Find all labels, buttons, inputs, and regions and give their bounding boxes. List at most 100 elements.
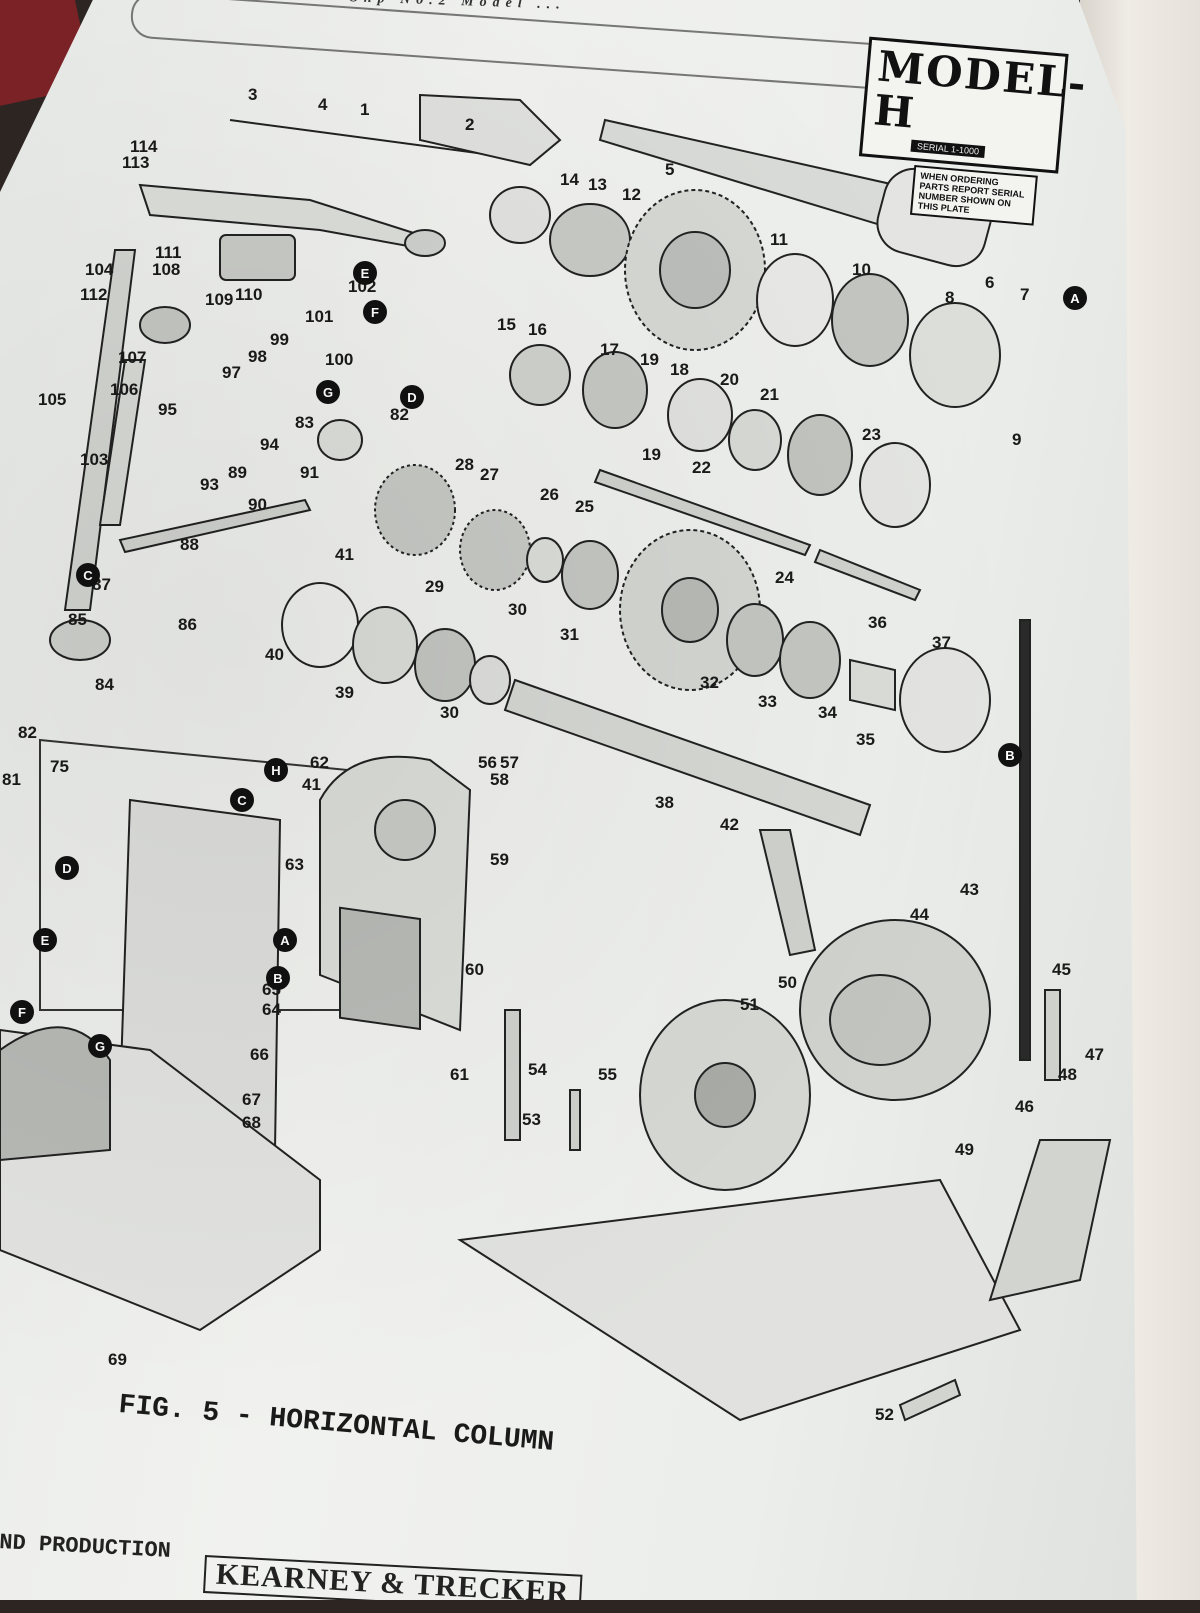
door-61-round	[374, 799, 436, 861]
shaft-24a	[593, 468, 812, 557]
part-label: 67	[242, 1090, 261, 1109]
part-label: 62	[310, 753, 329, 772]
serial-tag: SERIAL 1-1000	[910, 139, 986, 159]
part-label: 43	[960, 880, 979, 899]
callout-A	[273, 286, 1087, 952]
part-label: 60	[465, 960, 484, 979]
clamp-block-110	[219, 234, 296, 281]
part-label: 93	[200, 475, 219, 494]
manual-page: Shp No.2 Model ...	[0, 0, 1137, 1600]
part-label: 99	[270, 330, 289, 349]
part-label: 30	[440, 703, 459, 722]
lever-knob	[404, 229, 446, 257]
bearing-32b	[779, 621, 841, 699]
part-label: 54	[528, 1060, 547, 1079]
key-42	[758, 829, 817, 957]
part-label: 37	[932, 633, 951, 652]
part-label: 100	[325, 350, 353, 369]
part-label: 36	[868, 613, 887, 632]
motor-plate-49	[457, 1178, 1022, 1422]
model-plate-box: MODEL-H SERIAL 1-1000	[858, 36, 1090, 174]
part-label: 97	[222, 363, 241, 382]
part-label: 23	[862, 425, 881, 444]
part-label: 64	[262, 1000, 281, 1019]
part-label: 6	[985, 273, 994, 292]
part-label: 41	[335, 545, 354, 564]
spacer-30	[526, 537, 564, 583]
part-label: 4	[318, 95, 328, 114]
part-label: 63	[285, 855, 304, 874]
cover-plate-40	[281, 582, 359, 668]
part-label: 84	[95, 675, 114, 694]
bolt-55	[569, 1089, 581, 1151]
part-label: 108	[152, 260, 180, 279]
part-label: 103	[80, 450, 108, 469]
part-label: 56	[478, 753, 497, 772]
bushing-84	[49, 619, 111, 661]
part-label: 12	[622, 185, 641, 204]
part-label: 7	[1020, 285, 1029, 304]
part-label: 35	[856, 730, 875, 749]
callout-B	[266, 743, 1022, 990]
part-label: 9	[1012, 430, 1021, 449]
part-label: 24	[775, 568, 794, 587]
rod-86	[118, 498, 312, 554]
belt-42	[1019, 619, 1031, 1061]
part-label: 19	[640, 350, 659, 369]
bolt-54	[504, 1009, 521, 1141]
part-label: 29	[425, 577, 444, 596]
part-label: 51	[740, 995, 759, 1014]
shaft-24b	[813, 548, 922, 602]
part-label: 110	[235, 285, 262, 304]
part-label: 101	[305, 307, 333, 326]
bearing-12	[549, 203, 631, 277]
part-label: 95	[158, 400, 177, 419]
part-label: 88	[180, 535, 199, 554]
callout-G	[88, 380, 340, 1058]
bearing-17	[582, 351, 648, 429]
part-label: 21	[760, 385, 779, 404]
part-label: 39	[335, 683, 354, 702]
part-label: 46	[1015, 1097, 1034, 1116]
bearing-30	[561, 540, 619, 610]
column-rod-105	[63, 249, 137, 611]
callout-letter: F	[371, 305, 379, 320]
part-label: 31	[560, 625, 579, 644]
part-label: 49	[955, 1140, 974, 1159]
callout-letter: E	[361, 266, 370, 281]
washer-21	[728, 409, 782, 471]
callout-letter: D	[407, 390, 416, 405]
part-label: 16	[528, 320, 547, 339]
cap-37	[899, 647, 991, 753]
part-label: 2	[465, 115, 474, 134]
part-label: 18	[670, 360, 689, 379]
cup-39	[352, 606, 418, 684]
handwheel-51-hub	[694, 1062, 756, 1128]
model-title: MODEL-H	[871, 41, 1090, 138]
part-label: 1	[360, 100, 369, 119]
callout-letter: F	[18, 1005, 26, 1020]
part-label: 107	[118, 348, 146, 367]
part-label: 50	[778, 973, 797, 992]
bearing-30b	[414, 628, 476, 702]
part-label: 45	[1052, 960, 1071, 979]
bearing-23	[787, 414, 853, 496]
part-label: 91	[300, 463, 319, 482]
callout-letter: H	[271, 763, 280, 778]
part-label: 33	[758, 692, 777, 711]
part-label: 94	[260, 435, 279, 454]
part-label: 105	[38, 390, 66, 409]
part-label: 5	[665, 160, 674, 179]
part-label: 14	[560, 170, 579, 189]
part-label: 83	[295, 413, 314, 432]
part-label: 82	[18, 723, 37, 742]
callout-letter: B	[1005, 748, 1014, 763]
part-label: 25	[575, 497, 594, 516]
part-label: 98	[248, 347, 267, 366]
gear-29	[459, 509, 531, 591]
part-label: 28	[455, 455, 474, 474]
part-label: 69	[108, 1350, 127, 1369]
bearing-10	[831, 273, 909, 367]
bearing-32a	[726, 603, 784, 677]
part-label: 106	[110, 380, 138, 399]
